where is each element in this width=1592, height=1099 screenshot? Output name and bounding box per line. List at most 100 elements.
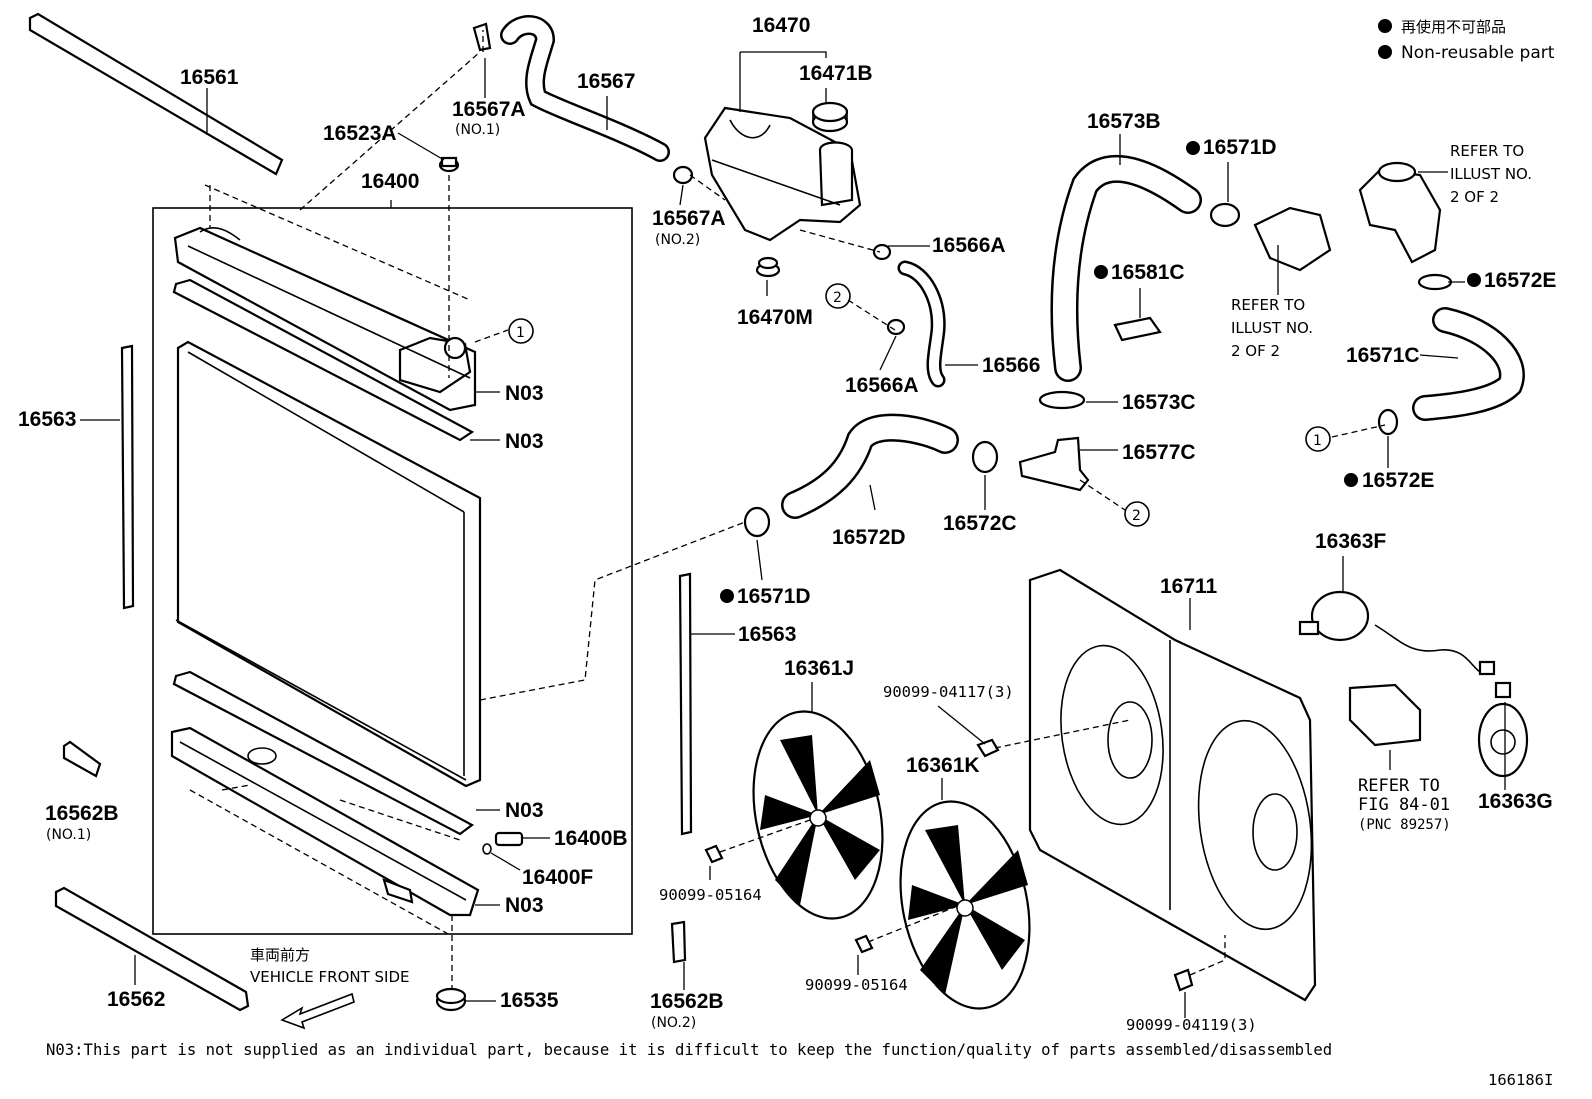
water-outlet[interactable] (1253, 206, 1332, 272)
circle-marker-2a-text: 2 (833, 290, 842, 306)
legend-en: Non-reusable part (1401, 43, 1555, 63)
label-16361K: 16361K (906, 754, 980, 777)
label-16563-mid: 16563 (738, 623, 796, 646)
vehicle-front-en: VEHICLE FRONT SIDE (250, 968, 410, 986)
label-16361J: 16361J (784, 657, 854, 680)
vehicle-front-arrow-icon (280, 992, 355, 1030)
radiator-core[interactable] (175, 340, 482, 788)
refer2-line2: ILLUST NO. (1450, 165, 1532, 183)
clamp-16581C[interactable] (1113, 316, 1162, 342)
refer2-line1: REFER TO (1450, 142, 1524, 160)
non-reusable-bullet-icon (1344, 473, 1358, 487)
fan-motor-16363G[interactable] (1477, 681, 1529, 778)
water-inlet-housing[interactable] (1358, 168, 1442, 264)
clamp-16572E-top[interactable] (1417, 273, 1453, 291)
fan-16361K[interactable] (883, 789, 1048, 1020)
circle-marker-1b-text: 1 (1313, 433, 1322, 449)
label-16572D: 16572D (832, 526, 906, 549)
label-16573B: 16573B (1087, 110, 1161, 133)
radiator-assembly-box (152, 207, 633, 935)
clamp-16571D-top[interactable] (1209, 202, 1241, 228)
label-n03-1: N03 (505, 382, 544, 405)
fan-shroud-16711[interactable] (1028, 568, 1324, 1002)
label-16562B-no1-sub: (NO.1) (46, 827, 91, 843)
nut-90099-05164-b[interactable] (854, 934, 874, 954)
nut-90099-05164-a[interactable] (704, 844, 724, 864)
o-ring-16400F (482, 843, 492, 855)
label-n03-3: N03 (505, 799, 544, 822)
non-reusable-bullet-icon (1186, 141, 1200, 155)
non-reusable-bullet-icon (1378, 19, 1392, 33)
non-reusable-bullet-icon (1378, 45, 1392, 59)
leader-lines (80, 51, 1506, 1018)
clamp-16572C[interactable] (971, 440, 999, 474)
label-16562B-no2: 16562B (650, 990, 724, 1013)
fan-motor-16363F[interactable] (1298, 590, 1496, 676)
part-labels: 16561 16567A (NO.1) 16567 16470 16471B 1… (18, 14, 1556, 1034)
bolt-90099-04119[interactable] (1173, 968, 1194, 992)
legend: 再使用不可部品 Non-reusable part (1378, 18, 1555, 63)
vehicle-front-jp: 車両前方 (250, 946, 310, 964)
label-16400F: 16400F (522, 866, 593, 889)
label-16470: 16470 (752, 14, 810, 37)
radiator-lower-tank[interactable] (170, 726, 480, 917)
dashed-guides (189, 30, 1386, 990)
refer3-line2: FIG 84-01 (1358, 795, 1450, 815)
label-16470M: 16470M (737, 306, 813, 329)
clamp-16572E-bottom[interactable] (1377, 408, 1399, 436)
footnote-n03: N03:This part is not supplied as an indi… (46, 1041, 1332, 1059)
pad-16562B-no1[interactable] (62, 740, 102, 778)
label-16566A-bottom: 16566A (845, 374, 919, 397)
pad-16562B-no2[interactable] (670, 920, 687, 964)
clip-16566A-bottom[interactable] (886, 318, 906, 336)
label-16566: 16566 (982, 354, 1040, 377)
label-16363F: 16363F (1315, 530, 1386, 553)
drain-plug-16400B[interactable] (494, 831, 524, 847)
seal-16563-mid[interactable] (678, 572, 693, 836)
refer1-line2: ILLUST NO. (1231, 319, 1313, 337)
circle-marker-1a (508, 318, 534, 344)
label-16561: 16561 (180, 66, 239, 89)
refer1-line3: 2 OF 2 (1231, 342, 1280, 360)
label-16571C: 16571C (1346, 344, 1420, 367)
fan-controller[interactable] (1348, 683, 1422, 747)
label-16572E-bottom: 16572E (1362, 469, 1434, 492)
label-16471B: 16471B (799, 62, 873, 85)
refer3-line3: (PNC 89257) (1358, 817, 1451, 833)
lower-gasket (172, 670, 475, 836)
seal-16563-left[interactable] (120, 344, 135, 610)
label-16567A-no2: 16567A (652, 207, 726, 230)
label-16562B-no1: 16562B (45, 802, 119, 825)
fan-16361J[interactable] (736, 699, 901, 930)
non-reusable-bullet-icon (1094, 265, 1108, 279)
seal-strip-16562[interactable] (54, 886, 250, 1012)
circle-marker-1a-text: 1 (516, 325, 525, 341)
label-16571D-mid: 16571D (737, 585, 811, 608)
label-16571D-top: 16571D (1203, 136, 1277, 159)
bolt-90099-04117[interactable] (976, 738, 1000, 758)
upper-gasket (172, 278, 475, 442)
refer1-line1: REFER TO (1231, 296, 1305, 314)
label-16567: 16567 (577, 70, 635, 93)
label-16562B-no2-sub: (NO.2) (651, 1015, 696, 1031)
label-16573C: 16573C (1122, 391, 1196, 414)
clamp-16573C[interactable] (1038, 390, 1086, 410)
reservoir-tank-16470[interactable] (703, 106, 862, 242)
seal-strip-16561[interactable] (28, 12, 284, 176)
label-90099-04119: 90099-04119(3) (1126, 1016, 1257, 1034)
clip-16567A-no2[interactable] (672, 165, 694, 185)
pipe-16577C[interactable] (1018, 436, 1090, 492)
non-reusable-bullet-icon (1467, 273, 1481, 287)
radiator-upper-tank[interactable] (173, 226, 477, 412)
label-16400: 16400 (361, 170, 419, 193)
figure-id: 166186I (1488, 1071, 1553, 1089)
label-90099-04117: 90099-04117(3) (883, 683, 1014, 701)
label-16572E-top: 16572E (1484, 269, 1556, 292)
clip-16567A-no1[interactable] (472, 22, 492, 52)
circle-marker-2b (1124, 501, 1150, 527)
label-16567A-no2-sub: (NO.2) (655, 232, 700, 248)
clip-16566A-top[interactable] (872, 243, 892, 261)
label-16711: 16711 (1160, 575, 1218, 598)
clamp-16571D-mid[interactable] (743, 506, 771, 538)
